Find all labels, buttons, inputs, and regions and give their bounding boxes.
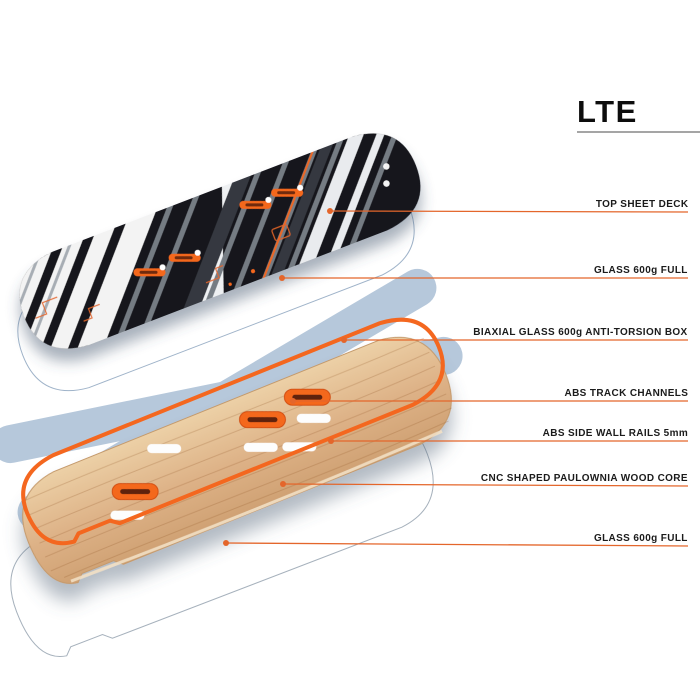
title-divider xyxy=(577,131,700,133)
leader-dots xyxy=(223,208,347,546)
callout-side-wall-rails: ABS SIDE WALL RAILS 5mm xyxy=(542,427,688,439)
callout-anti-torsion-box: BIAXIAL GLASS 600g ANTI-TORSION BOX xyxy=(473,326,688,338)
track-channel-inserts xyxy=(111,388,331,501)
leader-lines xyxy=(225,210,689,547)
deck-insert-bars xyxy=(133,184,304,277)
wood-grain xyxy=(22,337,453,578)
callout-top-sheet-deck: TOP SHEET DECK xyxy=(595,198,688,210)
callout-glass-top: GLASS 600g FULL xyxy=(594,264,688,276)
wood-core-layer xyxy=(22,336,453,584)
page-title: LTE xyxy=(577,94,638,129)
track-channel-insert xyxy=(238,411,286,429)
rails-outline xyxy=(21,317,445,546)
callout-track-channels: ABS TRACK CHANNELS xyxy=(564,387,688,399)
callout-wood-core: CNC SHAPED PAULOWNIA WOOD CORE xyxy=(480,472,688,484)
deck-contour-graphics xyxy=(35,224,291,322)
deck-orange-pinstripe xyxy=(261,149,315,281)
track-channel-insert xyxy=(111,483,159,501)
insert-slots xyxy=(110,413,331,520)
callout-glass-bottom: GLASS 600g FULL xyxy=(594,532,688,544)
